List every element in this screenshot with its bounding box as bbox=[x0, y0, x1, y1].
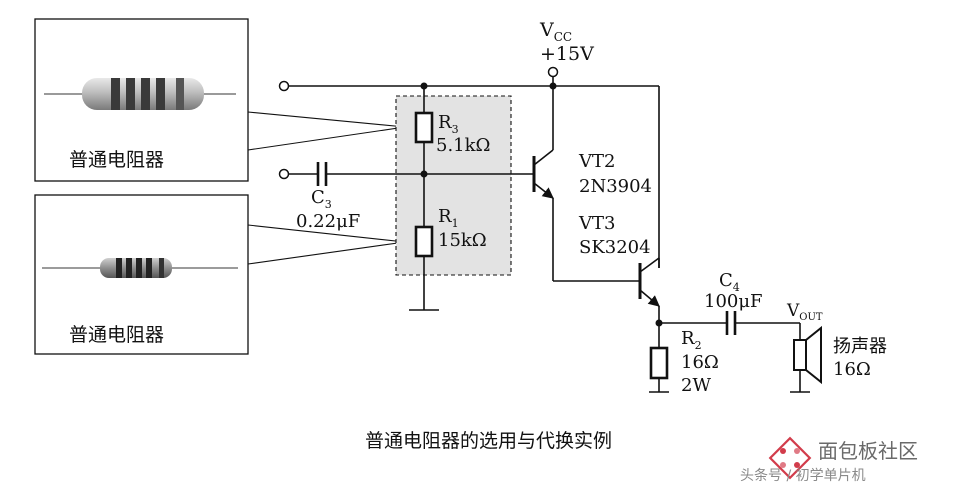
resistor-r1-symbol bbox=[414, 225, 434, 258]
c4-value: 100μF bbox=[704, 291, 763, 312]
vt2-part: 2N3904 bbox=[579, 176, 652, 197]
r1-value: 15kΩ bbox=[438, 230, 487, 251]
r3-label: R3 bbox=[438, 112, 459, 136]
c3-label: C3 bbox=[311, 187, 332, 211]
input-terminal-signal bbox=[278, 168, 290, 180]
vcc-value: +15V bbox=[540, 43, 594, 65]
speaker-value: 16Ω bbox=[833, 359, 871, 380]
wires bbox=[284, 74, 810, 393]
r1-label: R1 bbox=[438, 206, 459, 230]
r2-power: 2W bbox=[681, 375, 711, 396]
watermark-brand: 面包板社区 bbox=[818, 439, 918, 463]
photo-box-1: 普通电阻器 bbox=[34, 18, 249, 182]
c3-value: 0.22μF bbox=[296, 211, 360, 232]
photo-caption-2: 普通电阻器 bbox=[69, 324, 164, 346]
vout-label: VOUT bbox=[786, 301, 823, 323]
vt2-name: VT2 bbox=[578, 151, 615, 172]
resistor-r2-symbol bbox=[649, 346, 669, 380]
c4-label: C4 bbox=[719, 270, 740, 294]
speaker-name: 扬声器 bbox=[833, 336, 887, 357]
r2-label: R2 bbox=[681, 328, 702, 352]
photo-caption-1: 普通电阻器 bbox=[69, 149, 164, 171]
capacitor-c4-symbol bbox=[725, 311, 737, 335]
resistor-photo-1 bbox=[44, 78, 236, 110]
transistor-vt2-symbol bbox=[532, 149, 554, 199]
resistor-photo-2 bbox=[42, 258, 238, 278]
figure-caption: 普通电阻器的选用与代换实例 bbox=[365, 430, 612, 452]
junction-dots bbox=[420, 82, 663, 327]
vcc-terminal bbox=[547, 66, 559, 78]
transistor-vt3-symbol bbox=[638, 257, 660, 307]
speaker-symbol bbox=[793, 325, 822, 385]
vt3-part: SK3204 bbox=[579, 237, 651, 258]
r3-value: 5.1kΩ bbox=[436, 135, 490, 156]
vt3-name: VT3 bbox=[578, 213, 615, 234]
terminals bbox=[278, 66, 559, 180]
capacitor-c3-symbol bbox=[316, 162, 328, 186]
photo-box-2: 普通电阻器 bbox=[34, 194, 249, 355]
input-terminal-top bbox=[278, 80, 290, 92]
watermark: 面包板社区 头条号 / 初学单片机 bbox=[740, 436, 918, 484]
r2-value: 16Ω bbox=[681, 352, 719, 373]
callout-lines bbox=[247, 111, 406, 265]
watermark-logo-icon bbox=[768, 436, 812, 480]
vcc-label: VCC bbox=[539, 19, 572, 44]
resistor-r3-symbol bbox=[414, 111, 434, 144]
watermark-source: 头条号 / 初学单片机 bbox=[740, 467, 866, 484]
